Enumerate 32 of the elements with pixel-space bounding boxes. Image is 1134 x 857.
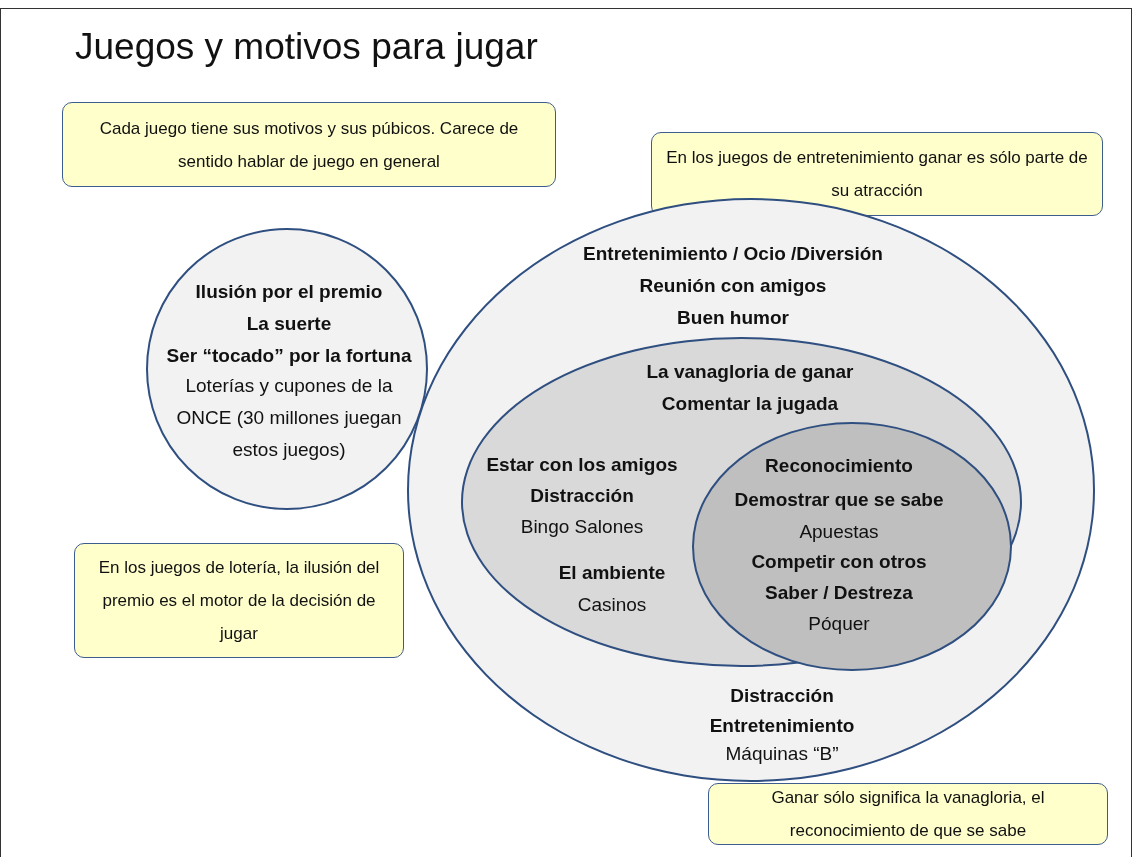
motive-text: Reunión con amigos xyxy=(639,274,827,298)
motive-text: Comentar la jugada xyxy=(661,392,839,416)
note-box xyxy=(708,783,1108,845)
motive-text: Distracción xyxy=(730,684,834,708)
motive-text: Reconocimiento xyxy=(765,454,913,478)
note-box xyxy=(651,132,1103,216)
motive-text: Buen humor xyxy=(677,306,789,330)
slide-title: Juegos y motivos para jugar xyxy=(75,26,538,68)
game-text: Póquer xyxy=(808,612,870,636)
motive-text: Competir con otros xyxy=(751,550,927,574)
note-text: Ganar sólo significa la vanagloria, el reconocimiento de que se sabe xyxy=(770,787,1046,842)
motive-text: Entretenimiento xyxy=(709,714,855,738)
motive-text: Estar con los amigos xyxy=(486,453,678,477)
note-text: Cada juego tiene sus motivos y sus púbicos. Carece de sentido hablar de juego en general xyxy=(98,117,520,173)
motive-text: Distracción xyxy=(530,484,634,508)
game-text: Máquinas “B” xyxy=(725,742,839,766)
motive-text: Entretenimiento / Ocio /Diversión xyxy=(583,242,883,266)
motive-text: El ambiente xyxy=(558,561,666,585)
note-box xyxy=(62,102,556,187)
motive-text: Ser “tocado” por la fortuna xyxy=(166,344,412,368)
game-text: Bingo Salones xyxy=(520,515,644,539)
game-text: Loterías y cupones de la ONCE (30 millones juegan estos juegos) xyxy=(175,374,403,462)
game-text: Apuestas xyxy=(799,520,879,544)
note-text: En los juegos de lotería, la ilusión del premio es el motor de la decisión de jugar xyxy=(97,557,381,645)
motive-text: Saber / Destreza xyxy=(765,581,913,605)
motive-text: La vanagloria de ganar xyxy=(646,360,854,384)
note-box xyxy=(74,543,404,658)
motive-text: La suerte xyxy=(246,312,332,336)
motive-text: Demostrar que se sabe xyxy=(734,488,944,512)
motive-text: Ilusión por el premio xyxy=(195,280,383,304)
note-text: En los juegos de entretenimiento ganar es sólo parte de su atracción xyxy=(665,147,1089,202)
game-text: Casinos xyxy=(577,593,647,617)
